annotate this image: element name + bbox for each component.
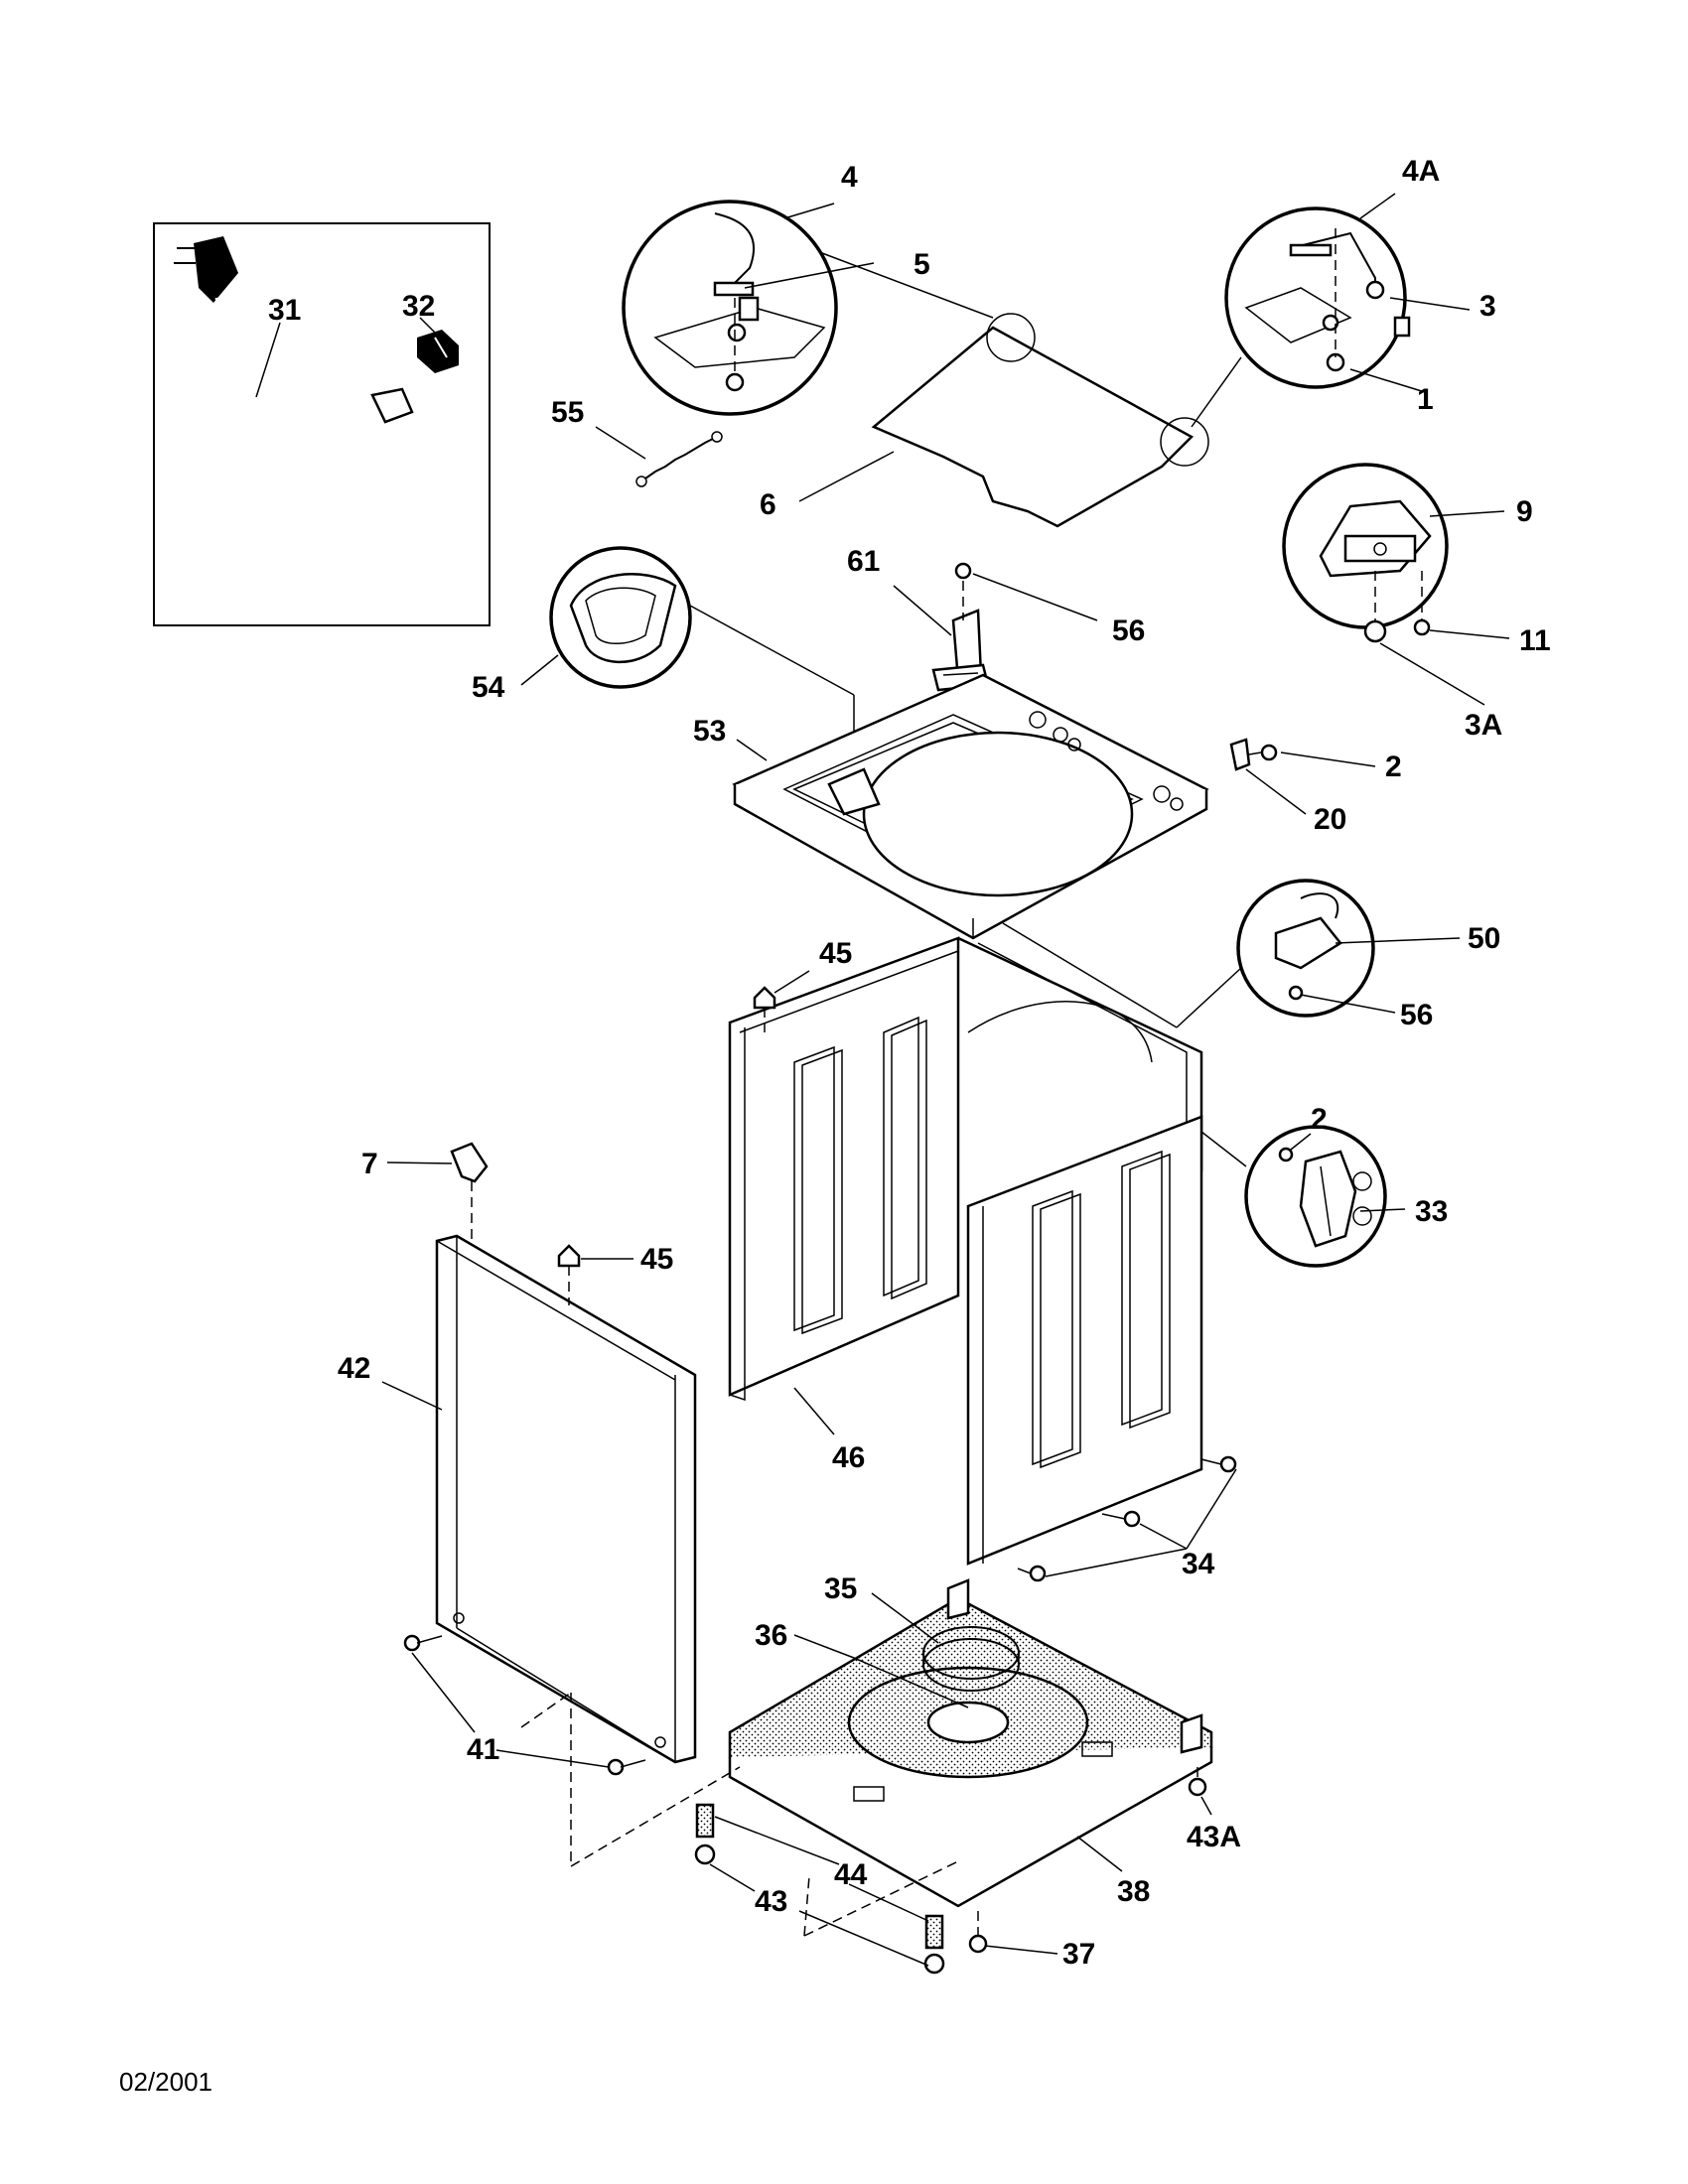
- label-33: 33: [1415, 1195, 1448, 1228]
- valve-detail-33: [1244, 1125, 1387, 1268]
- base-38: [728, 1578, 1213, 1908]
- label-3A: 3A: [1465, 709, 1502, 742]
- label-53: 53: [693, 715, 726, 748]
- screw-2-valve: [1278, 1147, 1294, 1162]
- lid-spring-55: [635, 431, 723, 487]
- label-36: 36: [755, 1619, 787, 1652]
- label-42: 42: [338, 1352, 370, 1385]
- label-2-right: 2: [1311, 1103, 1328, 1136]
- tub-seal-35: [922, 1626, 1020, 1692]
- screw-2-and-clip-20: [1229, 738, 1278, 771]
- label-45-top: 45: [819, 937, 852, 970]
- label-20: 20: [1314, 803, 1346, 836]
- label-43: 43: [755, 1885, 787, 1918]
- label-54: 54: [472, 671, 505, 704]
- label-34: 34: [1182, 1548, 1215, 1580]
- lid-hinge-detail-right: [1224, 206, 1411, 389]
- lid-hinge-detail-left: [622, 200, 838, 416]
- label-46: 46: [832, 1441, 865, 1474]
- power-cord-inset: [153, 222, 491, 626]
- label-44: 44: [834, 1858, 868, 1891]
- plug-45-front: [557, 1244, 581, 1305]
- label-32: 32: [402, 290, 435, 323]
- plug-45-top: [753, 986, 776, 1032]
- label-55: 55: [551, 396, 584, 429]
- clip-7: [450, 1142, 489, 1249]
- screws-34: [1017, 1455, 1237, 1582]
- label-11: 11: [1519, 624, 1551, 657]
- label-31: 31: [268, 294, 301, 327]
- cabinet-46: [728, 936, 1203, 1566]
- label-43A: 43A: [1187, 1821, 1241, 1853]
- lid-switch-detail: [1282, 463, 1449, 643]
- label-4: 4: [841, 161, 858, 194]
- label-50: 50: [1468, 922, 1500, 955]
- label-45-front: 45: [640, 1243, 673, 1276]
- callout-labels: 4 4A 5 3 1 31 32 55 6 9 61 56 11 54 3A 5…: [268, 155, 1551, 1971]
- label-41: 41: [467, 1733, 499, 1766]
- label-9: 9: [1516, 495, 1533, 528]
- label-37: 37: [1062, 1938, 1095, 1971]
- label-61: 61: [847, 545, 880, 578]
- leveling-legs: [694, 1767, 1207, 1975]
- label-7: 7: [361, 1148, 378, 1180]
- label-35: 35: [824, 1572, 857, 1605]
- screw-56-top: [954, 562, 972, 620]
- switch-detail-50: [1236, 879, 1375, 1018]
- label-38: 38: [1117, 1875, 1150, 1908]
- label-3: 3: [1479, 290, 1496, 323]
- lid-part-6: [871, 313, 1209, 528]
- top-panel-53: [732, 673, 1209, 940]
- label-56-right: 56: [1400, 999, 1433, 1031]
- label-2-top: 2: [1385, 751, 1402, 783]
- label-4A: 4A: [1402, 155, 1440, 188]
- label-5: 5: [914, 248, 930, 281]
- label-56-top: 56: [1112, 614, 1145, 647]
- bleach-dispenser-detail: [549, 546, 692, 689]
- label-6: 6: [760, 488, 776, 521]
- revision-date: 02/2001: [119, 2067, 212, 2097]
- label-1: 1: [1417, 383, 1434, 416]
- front-panel-42: [435, 1234, 697, 1764]
